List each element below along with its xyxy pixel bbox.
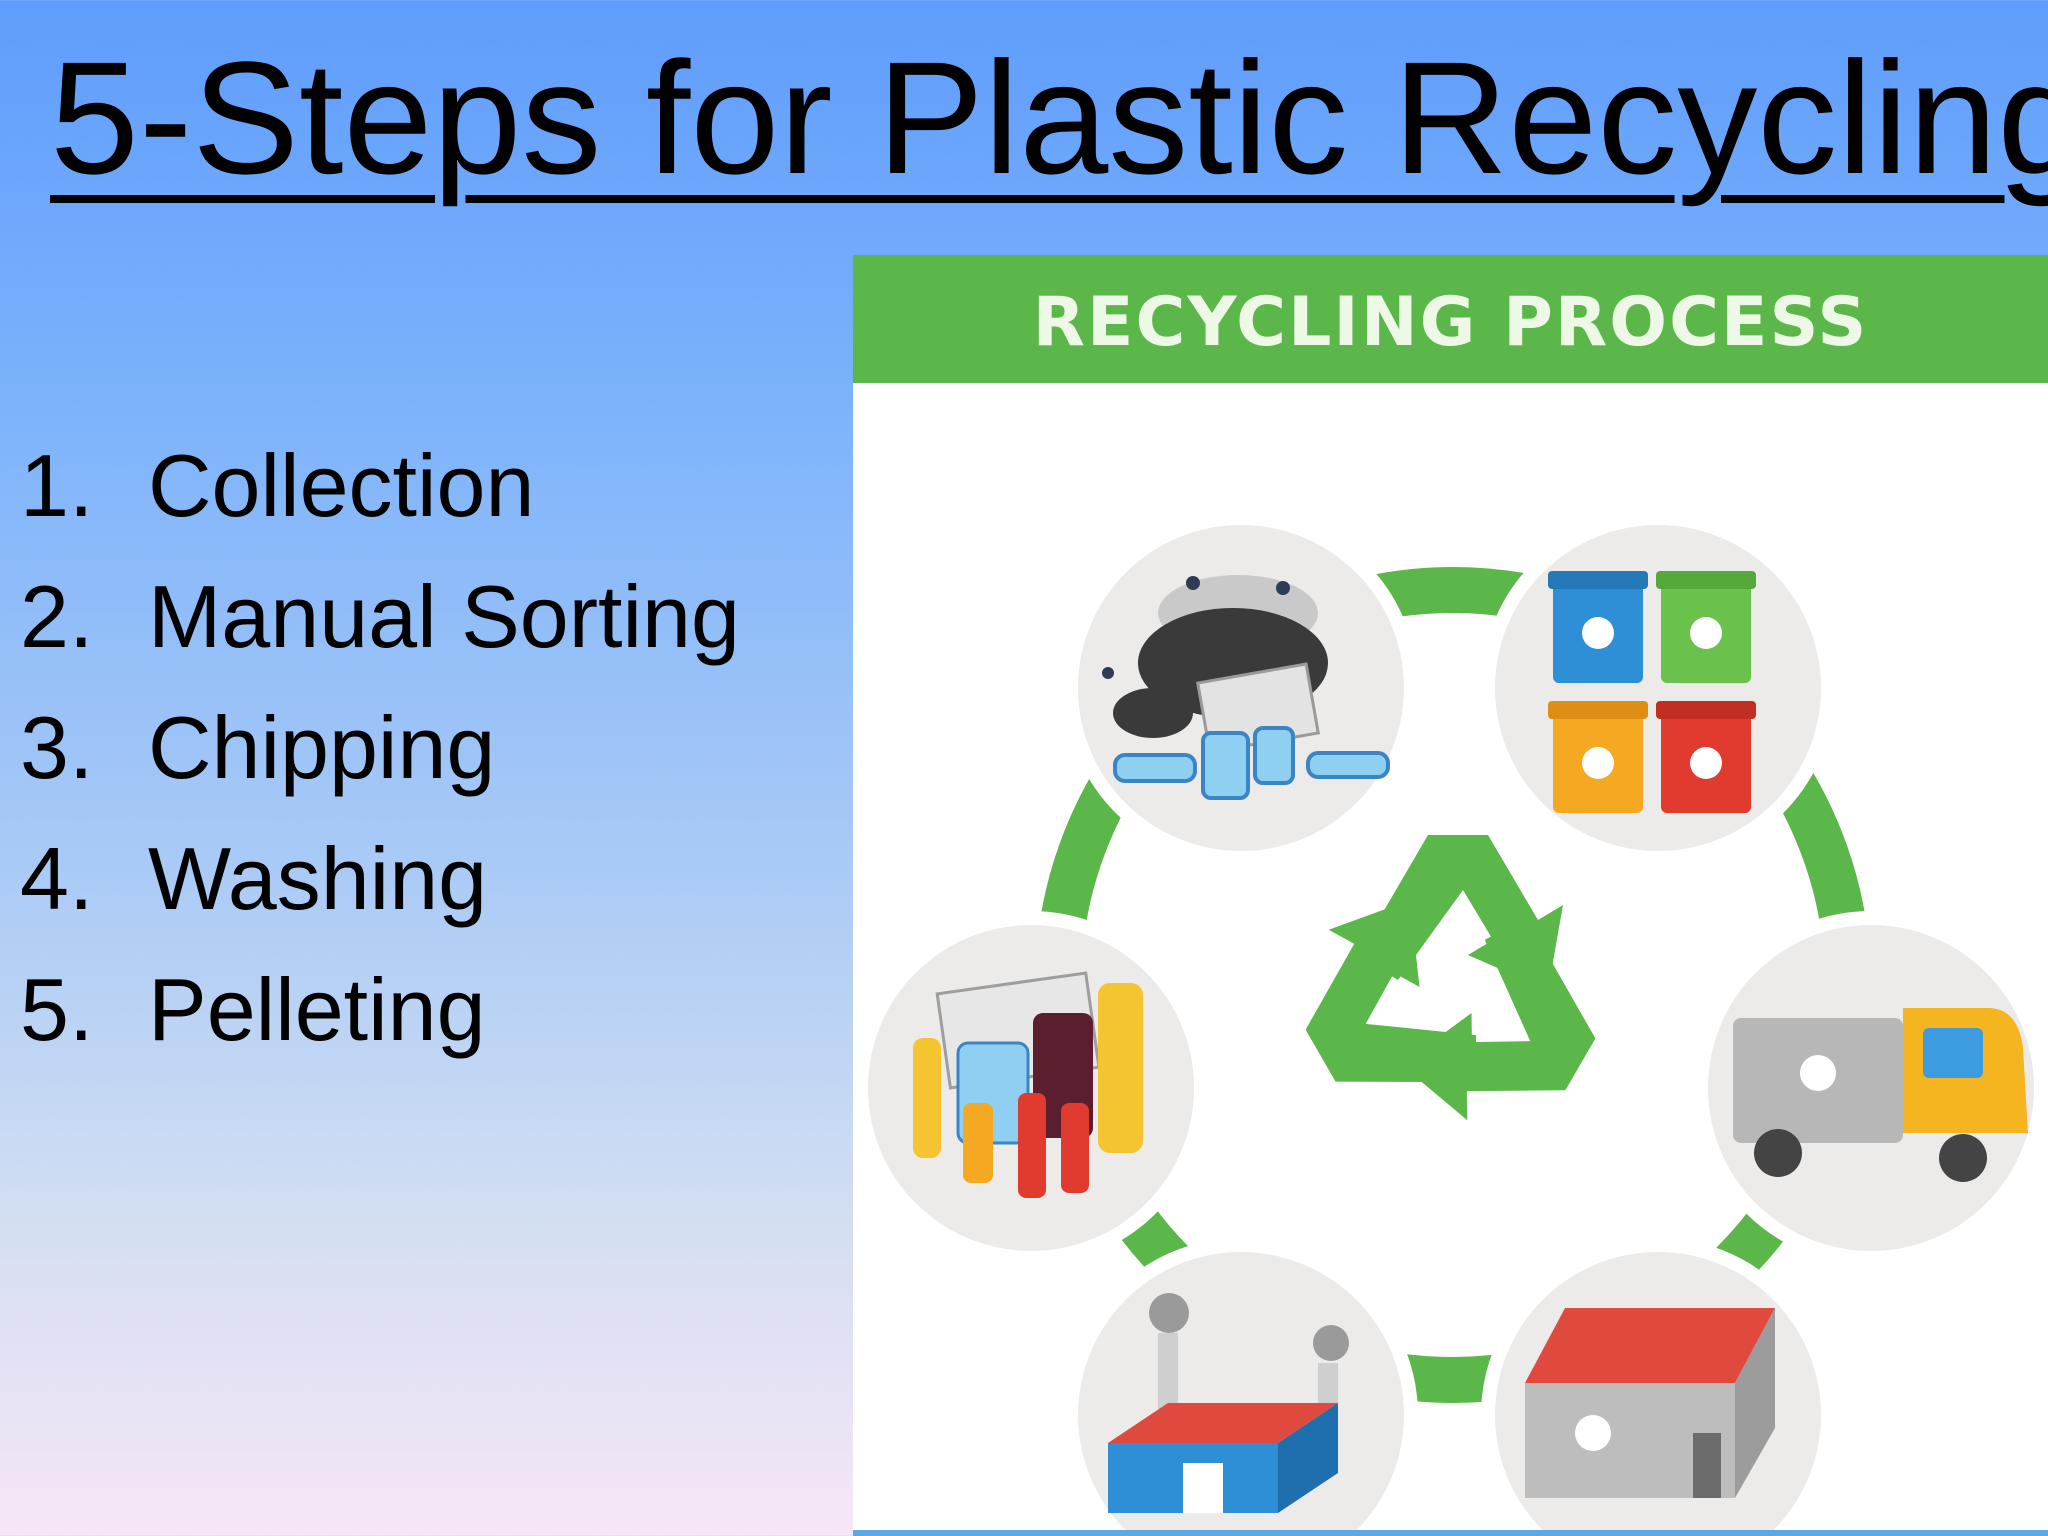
step-number: 5. [20, 960, 94, 1059]
recycling-cycle-diagram [854, 511, 2048, 1536]
warehouse-icon [1481, 1238, 1835, 1536]
step-item: 4. Washing [20, 813, 740, 944]
garbage-pile-icon [1064, 511, 1418, 865]
garbage-truck-icon [1694, 911, 2048, 1265]
step-number: 3. [20, 698, 94, 797]
page-title: 5-Steps for Plastic Recycling [50, 28, 2048, 207]
recycle-symbol-icon [1305, 835, 1596, 1121]
factory-icon [1064, 1238, 1418, 1536]
step-item: 1. Collection [20, 420, 740, 551]
step-number: 1. [20, 436, 94, 535]
banner-title: RECYCLING PROCESS [1032, 283, 1869, 362]
recycling-process-illustration: RECYCLING PROCESS [853, 255, 2048, 1536]
step-number: 2. [20, 567, 94, 666]
step-number: 4. [20, 829, 94, 928]
panel-bottom-border [853, 1530, 2048, 1536]
illustration-banner: RECYCLING PROCESS [853, 255, 2048, 383]
step-label: Pelleting [148, 960, 486, 1059]
steps-list: 1. Collection 2. Manual Sorting 3. Chipping… [20, 420, 740, 1075]
bottles-jars-icon [854, 911, 1208, 1265]
step-item: 3. Chipping [20, 682, 740, 813]
step-item: 2. Manual Sorting [20, 551, 740, 682]
recycle-bins-icon [1481, 511, 1835, 865]
step-label: Washing [148, 829, 488, 928]
step-label: Chipping [148, 698, 496, 797]
step-label: Collection [148, 436, 535, 535]
step-item: 5. Pelleting [20, 944, 740, 1075]
step-label: Manual Sorting [148, 567, 740, 666]
